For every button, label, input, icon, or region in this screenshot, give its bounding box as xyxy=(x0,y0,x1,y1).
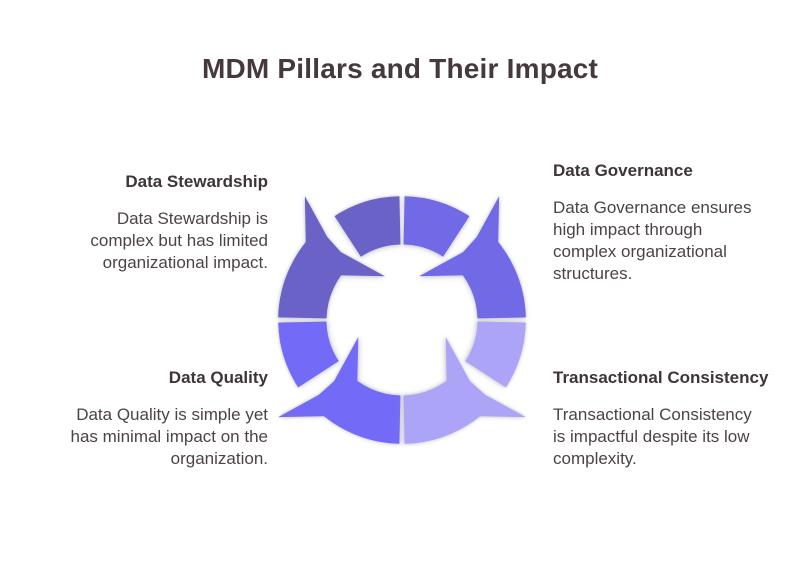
arrow-segment-data-stewardship xyxy=(278,196,401,319)
arrow-segment-transactional-consistency xyxy=(403,321,526,444)
pillar-block-data-quality: Data Quality Data Quality is simple yet … xyxy=(62,368,268,470)
pillar-block-data-governance: Data Governance Data Governance ensures … xyxy=(553,161,753,285)
pillar-heading-transactional-consistency: Transactional Consistency xyxy=(553,368,769,387)
page-title: MDM Pillars and Their Impact xyxy=(201,53,599,84)
arrow-segment-data-quality xyxy=(278,321,401,444)
pillar-heading-data-governance: Data Governance xyxy=(553,161,693,180)
pillar-description-transactional-consistency: Transactional Consistency is impactful d… xyxy=(553,405,752,468)
pillar-heading-data-stewardship: Data Stewardship xyxy=(125,172,268,191)
pillar-block-data-stewardship: Data Stewardship Data Stewardship is com… xyxy=(70,172,268,274)
pillar-block-transactional-consistency: Transactional Consistency Transactional … xyxy=(553,368,769,470)
pillar-description-data-stewardship: Data Stewardship is complex but has limi… xyxy=(90,209,268,272)
mdm-cycle-diagram xyxy=(278,196,526,444)
pillar-description-data-quality: Data Quality is simple yet has minimal i… xyxy=(70,405,268,468)
pillar-heading-data-quality: Data Quality xyxy=(168,368,268,387)
pillar-description-data-governance: Data Governance ensures high impact thro… xyxy=(553,198,752,283)
arrow-segment-data-governance xyxy=(403,196,526,319)
